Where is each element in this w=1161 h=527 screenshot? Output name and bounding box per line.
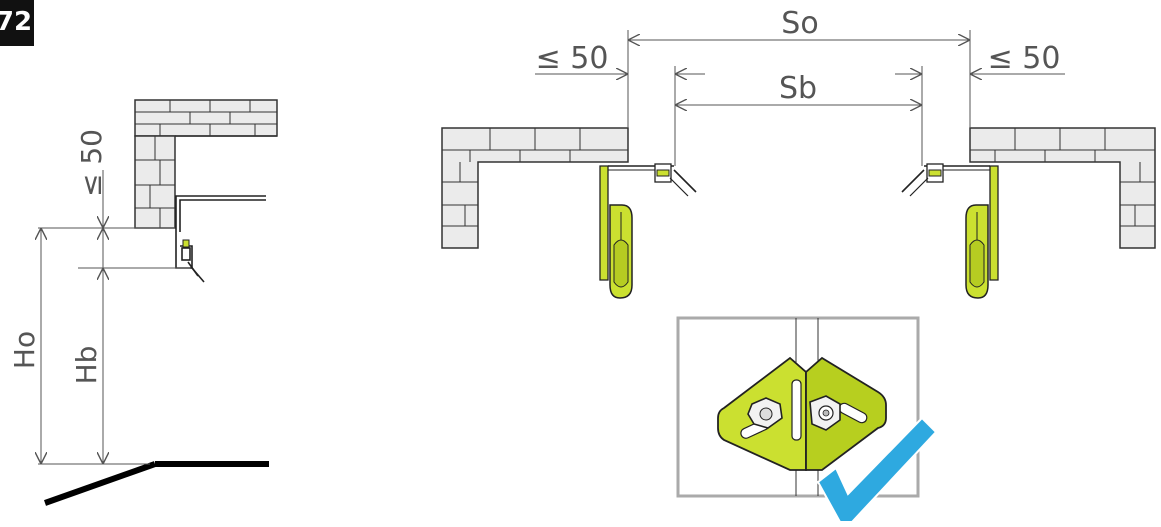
- side-dimensions: [38, 170, 190, 465]
- step-badge-label: 72: [0, 7, 32, 37]
- side-lintel-bricks: [134, 99, 278, 229]
- top-right-guide: [901, 163, 999, 299]
- clear-height-label: Hb: [70, 346, 103, 385]
- right-gap-label: ≤ 50: [988, 41, 1061, 76]
- opening-height-label: Ho: [8, 331, 41, 369]
- top-view: So Sb ≤ 50 ≤ 50: [441, 6, 1156, 299]
- bracket-detail: [676, 316, 938, 523]
- clear-width-label: Sb: [779, 71, 817, 106]
- step-badge: 72: [0, 0, 34, 46]
- left-gap-label: ≤ 50: [536, 41, 609, 76]
- side-floor: [43, 461, 269, 506]
- top-right-wall-bricks: [969, 127, 1156, 249]
- opening-width-label: So: [781, 6, 818, 41]
- top-left-wall-bricks: [441, 127, 629, 249]
- top-dimensions: [535, 30, 1065, 166]
- top-left-guide: [599, 163, 697, 299]
- side-view: ≤ 50 Ho Hb: [8, 99, 278, 506]
- side-guide-rail: [175, 195, 266, 283]
- checkmark-icon: [816, 416, 938, 523]
- side-gap-label: ≤ 50: [75, 129, 108, 197]
